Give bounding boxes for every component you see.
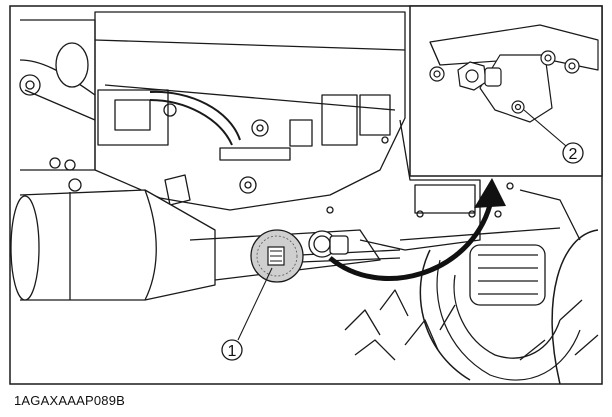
leader-line-1 bbox=[237, 267, 273, 341]
tractor-assembly bbox=[10, 11, 599, 385]
callout-2-label: 2 bbox=[569, 146, 578, 163]
callout-1-label: 1 bbox=[228, 343, 237, 360]
curved-arrow bbox=[328, 178, 506, 281]
callout-2: 2 bbox=[562, 142, 584, 164]
figure-frame bbox=[9, 5, 603, 385]
leader-line-2 bbox=[523, 109, 567, 147]
bolt-fitting bbox=[308, 230, 349, 258]
drain-plug-part-1 bbox=[250, 229, 304, 283]
callout-1: 1 bbox=[221, 339, 243, 361]
figure-code: 1AGAXAAAP089B bbox=[14, 393, 125, 408]
detail-inset bbox=[409, 5, 603, 177]
